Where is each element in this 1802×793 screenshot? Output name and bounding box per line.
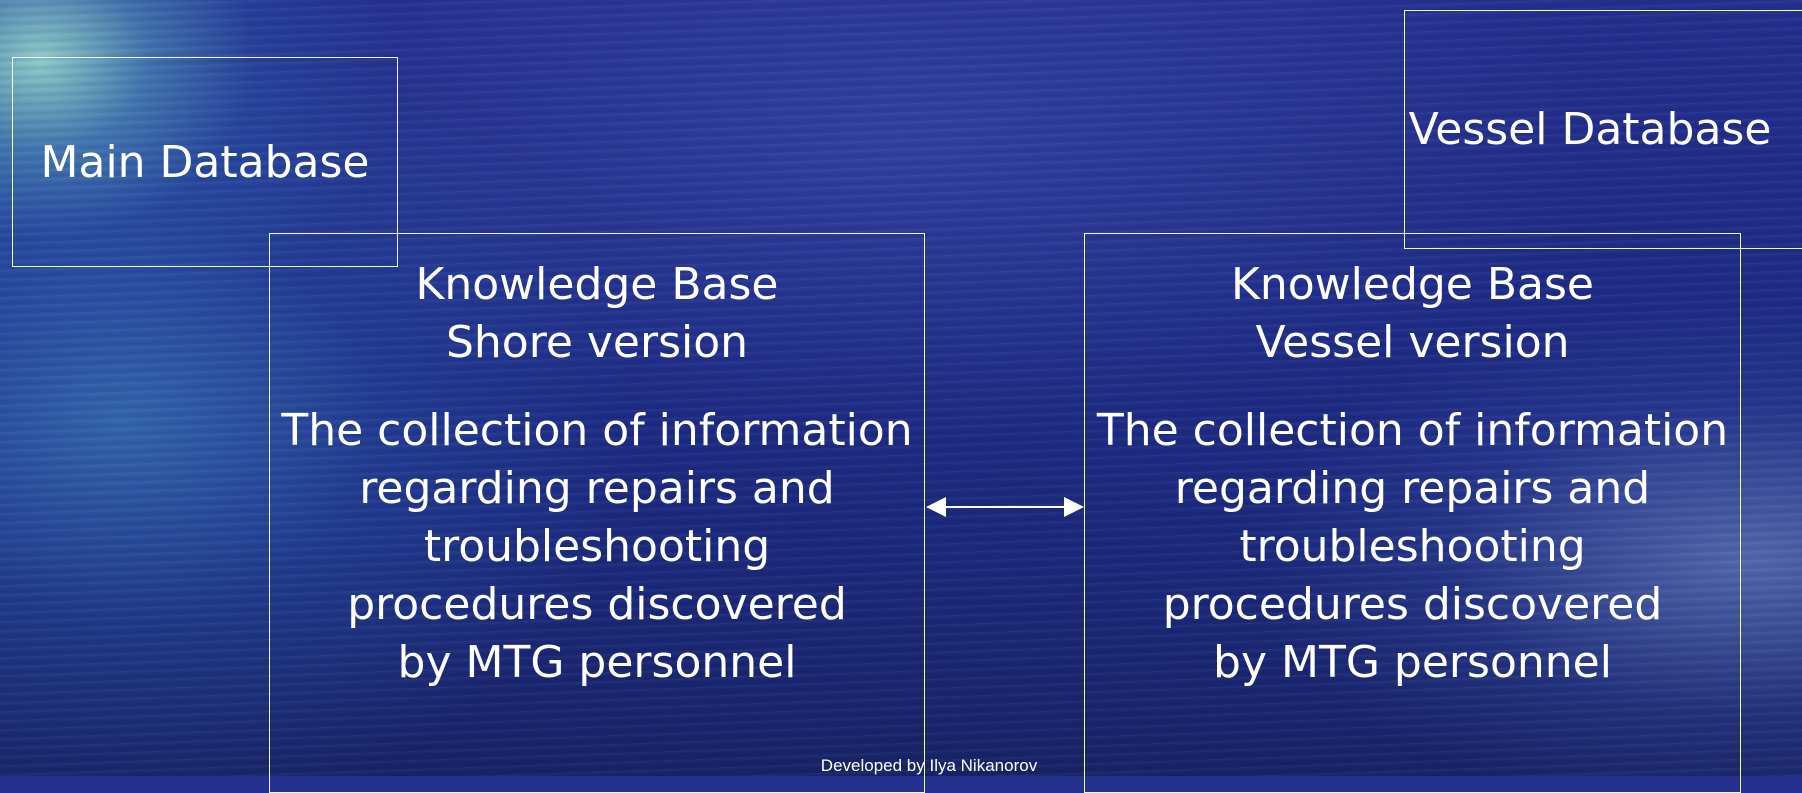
main-database-box: Main Database bbox=[12, 57, 398, 267]
kb-shore-description-line: by MTG personnel bbox=[397, 637, 797, 688]
kb-vessel-title: Knowledge Base Vessel version bbox=[1085, 234, 1740, 372]
kb-vessel-title-line: Knowledge Base bbox=[1231, 259, 1594, 310]
kb-shore-title: Knowledge Base Shore version bbox=[270, 234, 924, 372]
knowledge-base-shore-box: Knowledge Base Shore version The collect… bbox=[269, 233, 925, 793]
kb-shore-title-line: Shore version bbox=[445, 317, 749, 368]
arrowhead-left bbox=[926, 497, 946, 517]
kb-vessel-description-line: The collection of information bbox=[1096, 405, 1729, 456]
kb-vessel-description: The collection of information regarding … bbox=[1085, 402, 1740, 692]
developer-credit: Developed by Ilya Nikanorov bbox=[820, 756, 1038, 775]
vessel-database-box: Vessel Database bbox=[1404, 10, 1802, 249]
kb-shore-description-line: regarding repairs and bbox=[359, 463, 835, 514]
kb-shore-description-line: The collection of information bbox=[281, 405, 913, 456]
kb-shore-description: The collection of information regarding … bbox=[270, 402, 924, 692]
kb-vessel-description-line: troubleshooting bbox=[1239, 521, 1586, 572]
kb-vessel-description-line: procedures discovered bbox=[1162, 579, 1663, 630]
kb-vessel-description-line: by MTG personnel bbox=[1213, 637, 1612, 688]
sync-double-arrow bbox=[926, 497, 1084, 517]
kb-shore-description-line: procedures discovered bbox=[347, 579, 847, 630]
knowledge-base-vessel-box: Knowledge Base Vessel version The collec… bbox=[1084, 233, 1741, 793]
vessel-database-label: Vessel Database bbox=[1408, 104, 1772, 155]
kb-vessel-title-line: Vessel version bbox=[1255, 317, 1570, 368]
arrowhead-right bbox=[1064, 497, 1084, 517]
kb-shore-title-line: Knowledge Base bbox=[415, 259, 779, 310]
kb-vessel-description-line: regarding repairs and bbox=[1174, 463, 1651, 514]
main-database-label: Main Database bbox=[40, 136, 370, 188]
kb-shore-description-line: troubleshooting bbox=[423, 521, 771, 572]
